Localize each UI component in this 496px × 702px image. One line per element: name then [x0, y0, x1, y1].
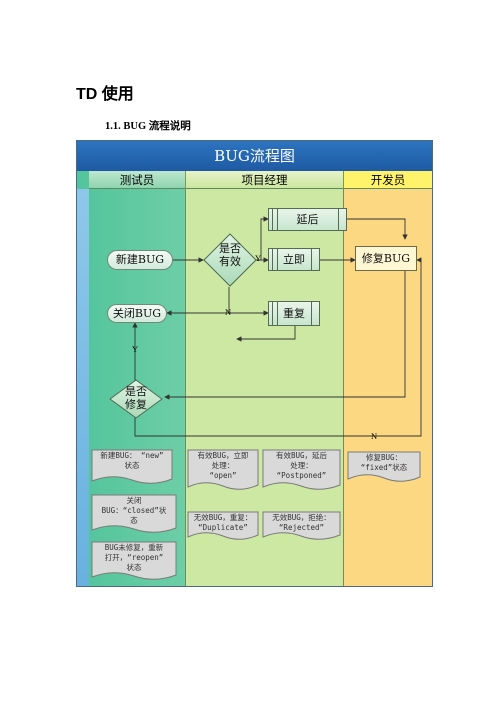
lane-divider: [343, 171, 344, 586]
status-note-reopen: BUG未修复，重新 打开，“reopen” 状态: [91, 541, 177, 581]
postpone-node: 延后: [268, 208, 347, 231]
fix-bug-node: 修复BUG: [355, 246, 417, 271]
status-note-new: 新建BUG： “new” 状态: [91, 449, 173, 485]
immediate-node: 立即: [268, 248, 320, 271]
status-note-open: 有效BUG，立即 处理： “open”: [187, 449, 259, 491]
edge-duplicate-return: [236, 326, 296, 342]
fix-bug-label: 修复BUG: [361, 252, 411, 265]
status-note-closed: 关闭 BUG：“closed”状 态: [91, 494, 177, 534]
flowchart-title: BUG流程图: [77, 141, 432, 171]
edge-valid-to-duplicate: [228, 287, 269, 316]
edge-label-yes: Y: [255, 253, 262, 263]
lane-header-pm: 项目经理: [185, 171, 343, 189]
lane-developer: [343, 171, 432, 586]
immediate-label: 立即: [283, 253, 305, 266]
bug-flowchart: BUG流程图 测试员 项目经理 开发员 新建BUG 关闭BUG: [76, 140, 433, 587]
page-title: TD 使用: [76, 86, 134, 103]
edge-label-no: N: [225, 307, 232, 317]
close-bug-node: 关闭BUG: [107, 304, 167, 323]
duplicate-node: 重复: [268, 301, 320, 326]
is-fixed-diamond: [109, 379, 163, 419]
section-heading: 1.1. BUG 流程说明: [105, 121, 191, 132]
status-note-postponed: 有效BUG，延后 处理： “Postponed”: [262, 449, 341, 491]
edge-postpone-to-fix: [347, 218, 408, 240]
duplicate-label: 重复: [283, 307, 305, 320]
postpone-label: 延后: [296, 213, 319, 226]
status-note-duplicate: 无效BUG，重复： “Duplicate”: [187, 511, 259, 541]
edge-fix-to-verify: [164, 271, 406, 400]
edge-label-no: N: [371, 431, 378, 441]
is-valid-label: 是否 有效: [219, 242, 241, 268]
edge-label-yes: Y: [132, 344, 139, 354]
lane-header-tester: 测试员: [89, 171, 185, 189]
lane-tester-strip: [77, 189, 89, 586]
status-note-rejected: 无效BUG，拒绝： “Rejected”: [262, 511, 341, 541]
close-bug-label: 关闭BUG: [112, 307, 162, 320]
new-bug-node: 新建BUG: [107, 250, 173, 270]
is-fixed-label: 是否 修复: [125, 385, 147, 411]
is-valid-diamond: [203, 233, 257, 287]
lane-divider: [185, 171, 186, 586]
edge-fixed-no-to-fix: [134, 257, 422, 437]
new-bug-label: 新建BUG: [115, 253, 165, 266]
lane-header-dev: 开发员: [343, 171, 432, 189]
flow-connectors: [132, 216, 422, 437]
status-note-fixed: 修复BUG： “fixed”状态: [347, 451, 421, 483]
